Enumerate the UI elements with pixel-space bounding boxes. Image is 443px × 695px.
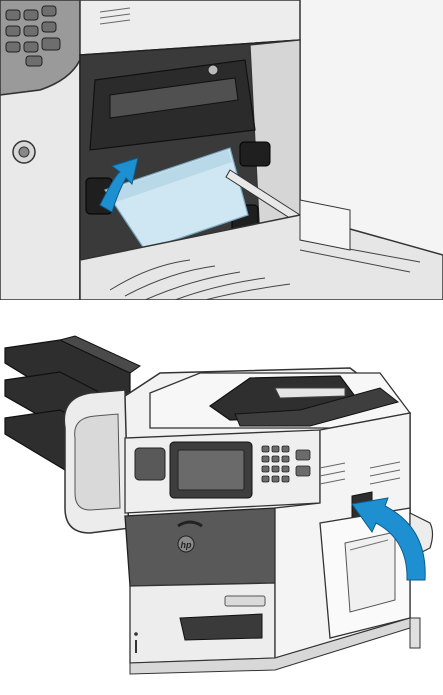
tray-handle xyxy=(180,614,262,640)
usb-port-cover xyxy=(135,448,165,480)
printer-open-door-view xyxy=(0,0,443,300)
close-door-illustration: hp xyxy=(0,318,443,695)
printer-overview: hp xyxy=(0,318,443,695)
screw-icon xyxy=(208,65,218,75)
printer-side-panel xyxy=(0,60,80,300)
tray-label-slot xyxy=(225,596,265,606)
jam-removal-illustration xyxy=(0,0,443,300)
front-door-panel xyxy=(125,508,275,586)
brand-logo-text: hp xyxy=(181,540,192,550)
fuser-right-handle xyxy=(240,142,270,166)
